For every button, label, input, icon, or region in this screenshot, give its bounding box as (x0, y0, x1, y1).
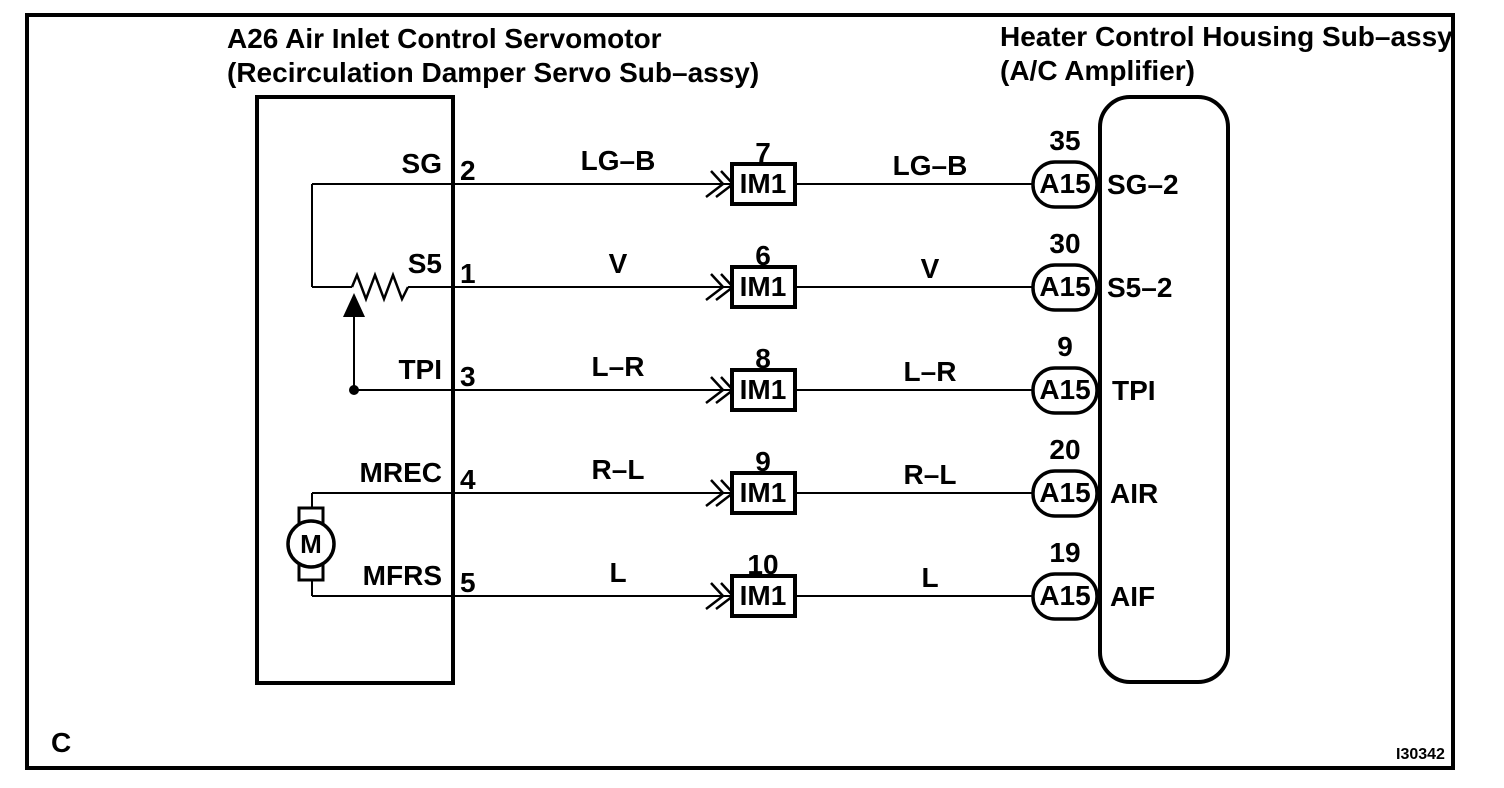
signal-label: AIF (1110, 581, 1156, 612)
a15-label: A15 (1039, 271, 1091, 302)
resistor-icon (350, 271, 410, 303)
wire-color-label: V (920, 253, 940, 284)
wire-color-label: LG–B (892, 150, 968, 181)
im1-connector-boxes (730, 162, 797, 618)
wire-color-label: L–R (903, 356, 957, 387)
a15-connector-ovals (1031, 160, 1099, 621)
wire-lines (311, 183, 1033, 597)
wire-color-label: V (608, 248, 628, 279)
terminal-label: MFRS (362, 560, 442, 591)
signal-label: AIR (1110, 478, 1159, 509)
a15-connector-oval (1031, 160, 1099, 209)
pin-number: 2 (460, 155, 476, 186)
wire-color-label: R–L (903, 459, 957, 490)
motor-icon (286, 519, 336, 569)
wire-color-label: L (921, 562, 939, 593)
im1-connector-box (730, 265, 797, 309)
im1-connector-box (730, 162, 797, 206)
terminal-label: SG (401, 148, 442, 179)
im1-label: IM1 (739, 580, 787, 611)
a15-label: A15 (1039, 168, 1091, 199)
a15-pin-number: 35 (1049, 125, 1081, 156)
signal-label: SG–2 (1107, 169, 1179, 200)
im1-connector-box (730, 368, 797, 412)
pin-number: 1 (460, 258, 476, 289)
im1-pin-number: 6 (755, 240, 771, 271)
a15-label: A15 (1039, 374, 1091, 405)
im1-pin-number: 9 (755, 446, 771, 477)
right-component-box (1098, 95, 1230, 684)
left-component-title-line2: (Recirculation Damper Servo Sub–assy) (227, 57, 760, 88)
terminal-label: TPI (398, 354, 442, 385)
im1-connector-box (730, 574, 797, 618)
a15-label: A15 (1039, 580, 1091, 611)
pin-number: 5 (460, 567, 476, 598)
im1-label: IM1 (739, 168, 787, 199)
a15-label: A15 (1039, 477, 1091, 508)
right-component-title-line1: Heater Control Housing Sub–assy (1000, 21, 1453, 52)
left-component-title-line1: A26 Air Inlet Control Servomotor (227, 23, 662, 54)
a15-connector-oval (1031, 263, 1099, 312)
a15-pin-number: 19 (1049, 537, 1081, 568)
terminal-label: S5 (407, 248, 442, 279)
a15-pin-number: 20 (1049, 434, 1081, 465)
signal-label: TPI (1112, 375, 1156, 406)
a15-connector-oval (1031, 469, 1099, 518)
figure-id-label: I30342 (1396, 746, 1445, 763)
a15-pin-number: 9 (1057, 331, 1073, 362)
a15-pin-number: 30 (1049, 228, 1081, 259)
im1-pin-number: 10 (747, 549, 779, 580)
wire-color-label: L (609, 557, 627, 588)
im1-pin-number: 8 (755, 343, 771, 374)
signal-label: S5–2 (1107, 272, 1173, 303)
im1-label: IM1 (739, 477, 787, 508)
im1-pin-number: 7 (755, 137, 771, 168)
im1-connector-box (730, 471, 797, 515)
wire-color-label: LG–B (580, 145, 656, 176)
motor-label: M (300, 529, 322, 559)
a15-connector-oval (1031, 366, 1099, 415)
section-corner-label: C (51, 727, 72, 758)
im1-label: IM1 (739, 374, 787, 405)
wiper-arrow-icon (343, 293, 365, 317)
pin-number: 3 (460, 361, 476, 392)
wire-color-label: L–R (591, 351, 645, 382)
im1-label: IM1 (739, 271, 787, 302)
junction-dot (349, 385, 359, 395)
pin-number: 4 (460, 464, 476, 495)
wire-color-label: R–L (591, 454, 645, 485)
terminal-label: MREC (359, 457, 442, 488)
a15-connector-oval (1031, 572, 1099, 621)
right-component-title-line2: (A/C Amplifier) (1000, 55, 1195, 86)
outer-border (25, 13, 1455, 770)
